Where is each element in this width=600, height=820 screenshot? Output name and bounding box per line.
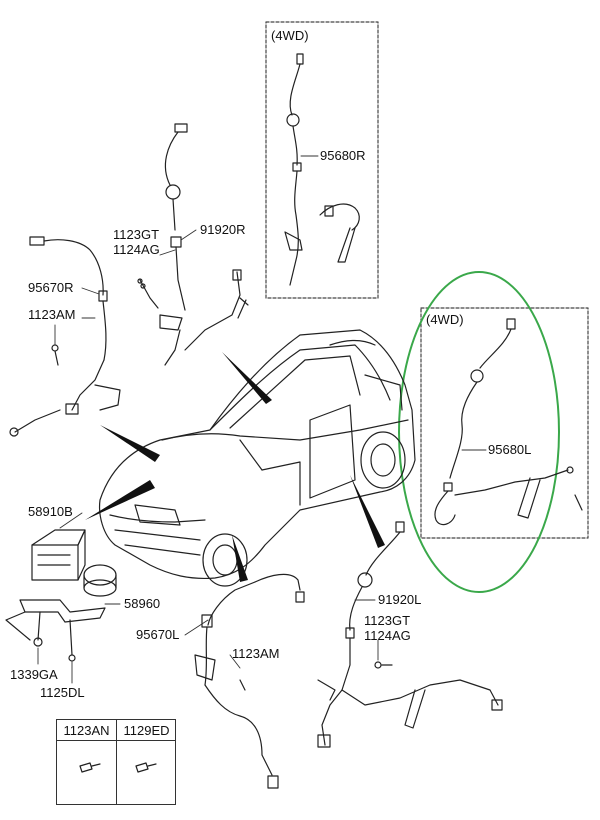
front-sensor-95670R [9,236,121,437]
part-label-58960: 58960 [124,596,161,611]
fastener-legend-table: 1123AN 1129ED [56,719,176,805]
car-body [98,329,416,587]
part-label-58910B: 58910B [28,504,73,519]
4wd-rear-sensor-box [265,21,379,299]
leader-lines [37,155,487,684]
highlight-ellipse [398,271,560,593]
legend-col-1123AN: 1123AN [57,720,116,741]
legend-bolt-icons [79,762,157,773]
front-left-harness-91920L [317,521,503,748]
front-right-harness-91920R [137,123,249,366]
part-label-1123GT-top: 1123GT [113,227,160,242]
4wd-rear-box-title: (4WD) [271,28,309,43]
part-label-1125DL: 1125DL [40,685,85,700]
leader-wedges [85,352,385,582]
part-label-95670R: 95670R [28,280,74,295]
part-label-91920R: 91920R [200,222,246,237]
4wd-right-box-title: (4WD) [426,312,464,327]
hecu-58910B [31,529,117,597]
4wd-right-sensor-box [420,307,589,539]
rear-sensor-95680R [284,53,360,286]
part-label-91920L: 91920L [378,592,422,607]
part-label-1124AG-top: 1124AG [113,242,160,257]
part-label-1339GA: 1339GA [10,667,58,682]
part-label-95680L: 95680L [488,442,532,457]
legend-col-1129ED: 1129ED [117,720,176,741]
part-label-95680R: 95680R [320,148,366,163]
part-label-1123AM-bottom: 1123AM [232,646,280,661]
bracket-58960 [5,599,106,662]
rear-sensor-95680L [434,318,583,526]
part-label-1123AM-top: 1123AM [28,307,76,322]
part-label-1124AG-bottom: 1124AG [364,628,411,643]
part-label-95670L: 95670L [136,627,180,642]
front-sensor-95670L [194,573,305,789]
legend-divider [116,720,117,804]
part-label-1123GT-bottom: 1123GT [364,613,411,628]
